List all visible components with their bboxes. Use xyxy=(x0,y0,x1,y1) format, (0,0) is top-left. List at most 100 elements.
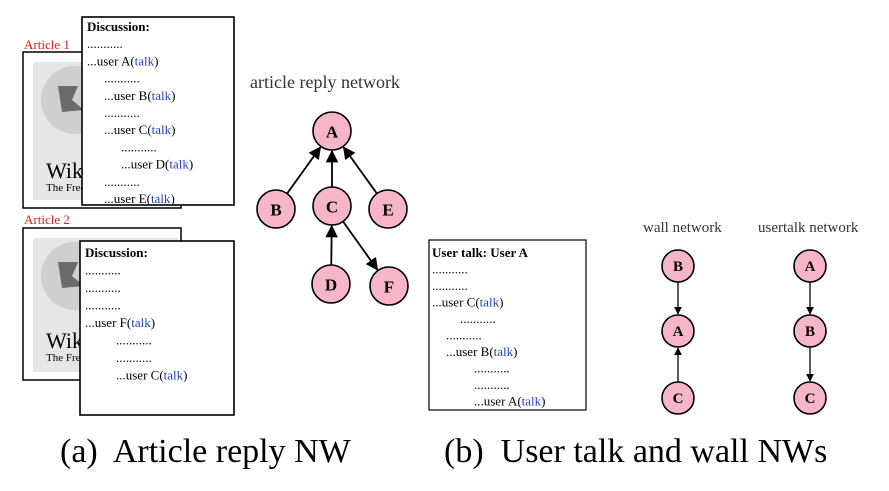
text-filler-line: ........... xyxy=(85,298,121,313)
wall-node-A: A xyxy=(661,314,695,348)
usertalk-network-title: usertalk network xyxy=(758,220,859,236)
node-label: E xyxy=(382,201,393,220)
closing-paren: ) xyxy=(541,394,545,409)
user-reply-line: ...user A(talk) xyxy=(87,53,159,68)
talk-link[interactable]: talk xyxy=(480,295,500,310)
node-label: A xyxy=(805,259,816,275)
text-filler-line: ........... xyxy=(87,36,123,51)
text-filler-line: ........... xyxy=(474,377,510,392)
user-reply-line: ...user B(talk) xyxy=(446,344,518,359)
text-filler-line: ........... xyxy=(104,105,140,120)
node-label: D xyxy=(325,276,337,295)
usertalk-node-C: C xyxy=(793,381,827,415)
text-filler-line: ........... xyxy=(121,139,157,154)
closing-paren: ) xyxy=(170,191,174,206)
user-reply-line: ...user C(talk) xyxy=(104,122,176,137)
user-talk-box xyxy=(428,239,587,411)
talk-link[interactable]: talk xyxy=(131,315,151,330)
discussion-2-text: Discussion:.............................… xyxy=(85,245,188,383)
user-reply-line: ...user B(talk) xyxy=(104,88,176,103)
article-reply-edge-D-C xyxy=(325,224,338,266)
wall-network: B A C xyxy=(661,249,695,415)
node-label: B xyxy=(673,259,683,275)
text-filler-line: ........... xyxy=(85,263,121,278)
box-title: Discussion: xyxy=(85,245,148,260)
article-reply-edge-B-A xyxy=(286,146,322,195)
closing-paren: ) xyxy=(513,344,517,359)
wall-node-B: B xyxy=(661,249,695,283)
usertalk-node-A: A xyxy=(793,249,827,283)
wiki-logo-subtitle: The Free xyxy=(46,182,86,194)
user-name-text: ...user E( xyxy=(104,191,151,206)
user-reply-line: ...user C(talk) xyxy=(116,368,188,383)
wall-network-title: wall network xyxy=(643,220,722,236)
box-title: Discussion: xyxy=(87,19,150,34)
user-reply-line: ...user A(talk) xyxy=(474,394,546,409)
talk-link[interactable]: talk xyxy=(152,122,172,137)
article-reply-network-title: article reply network xyxy=(250,72,400,92)
text-filler-line: ........... xyxy=(460,311,496,326)
node-label: C xyxy=(673,391,684,407)
closing-paren: ) xyxy=(154,53,158,68)
wiki-logo-subtitle: The Free xyxy=(46,352,86,364)
user-name-text: ...user B( xyxy=(104,88,152,103)
article-reply-node-B: B xyxy=(256,189,296,229)
user-name-text: ...user C( xyxy=(432,295,480,310)
talk-link[interactable]: talk xyxy=(164,368,184,383)
user-name-text: ...user B( xyxy=(446,344,494,359)
article-reply-node-A: A xyxy=(312,111,352,151)
discussion-box-1 xyxy=(81,16,235,206)
talk-link[interactable]: talk xyxy=(151,191,171,206)
user-reply-line: ...user E(talk) xyxy=(104,191,175,206)
node-label: C xyxy=(326,198,338,217)
text-filler-line: ........... xyxy=(85,280,121,295)
closing-paren: ) xyxy=(171,88,175,103)
article-reply-network: A B C E D F xyxy=(256,111,409,306)
node-label: F xyxy=(384,278,394,297)
talk-link[interactable]: talk xyxy=(494,344,514,359)
node-label: A xyxy=(673,324,684,340)
article-2-label: Article 2 xyxy=(24,212,70,227)
node-label: B xyxy=(805,324,815,340)
wall-node-C: C xyxy=(661,381,695,415)
closing-paren: ) xyxy=(183,368,187,383)
article-1-label: Article 1 xyxy=(24,37,70,52)
article-reply-edge-C-F xyxy=(342,220,379,271)
usertalk-node-B: B xyxy=(793,314,827,348)
usertalk-network: A B C xyxy=(793,249,827,415)
closing-paren: ) xyxy=(151,315,155,330)
talk-link[interactable]: talk xyxy=(522,394,542,409)
talk-link[interactable]: talk xyxy=(169,157,189,172)
article-reply-node-F: F xyxy=(369,266,409,306)
article-reply-node-E: E xyxy=(368,189,408,229)
talk-link[interactable]: talk xyxy=(135,53,155,68)
user-name-text: ...user A( xyxy=(87,53,135,68)
text-filler-line: ........... xyxy=(432,262,468,277)
text-filler-line: ........... xyxy=(432,278,468,293)
article-reply-node-D: D xyxy=(311,264,351,304)
text-filler-line: ........... xyxy=(104,71,140,86)
text-filler-line: ........... xyxy=(116,350,152,365)
text-filler-line: ........... xyxy=(474,361,510,376)
user-name-text: ...user A( xyxy=(474,394,522,409)
text-filler-line: ........... xyxy=(104,174,140,189)
text-filler-line: ........... xyxy=(446,328,482,343)
box-title: User talk: User A xyxy=(432,245,529,260)
article-reply-edge-E-A xyxy=(342,146,378,195)
talk-link[interactable]: talk xyxy=(152,88,172,103)
caption-b: (b) User talk and wall NWs xyxy=(444,433,827,470)
user-name-text: ...user C( xyxy=(116,368,164,383)
user-reply-line: ...user C(talk) xyxy=(432,295,504,310)
user-reply-line: ...user D(talk) xyxy=(121,157,193,172)
caption-a: (a) Article reply NW xyxy=(60,433,352,470)
user-reply-line: ...user F(talk) xyxy=(85,315,155,330)
user-name-text: ...user F( xyxy=(85,315,131,330)
user-name-text: ...user C( xyxy=(104,122,152,137)
node-label: B xyxy=(270,201,281,220)
user-talk-text: User talk: User A.......................… xyxy=(432,245,546,409)
closing-paren: ) xyxy=(171,122,175,137)
closing-paren: ) xyxy=(499,295,503,310)
node-label: C xyxy=(805,391,816,407)
